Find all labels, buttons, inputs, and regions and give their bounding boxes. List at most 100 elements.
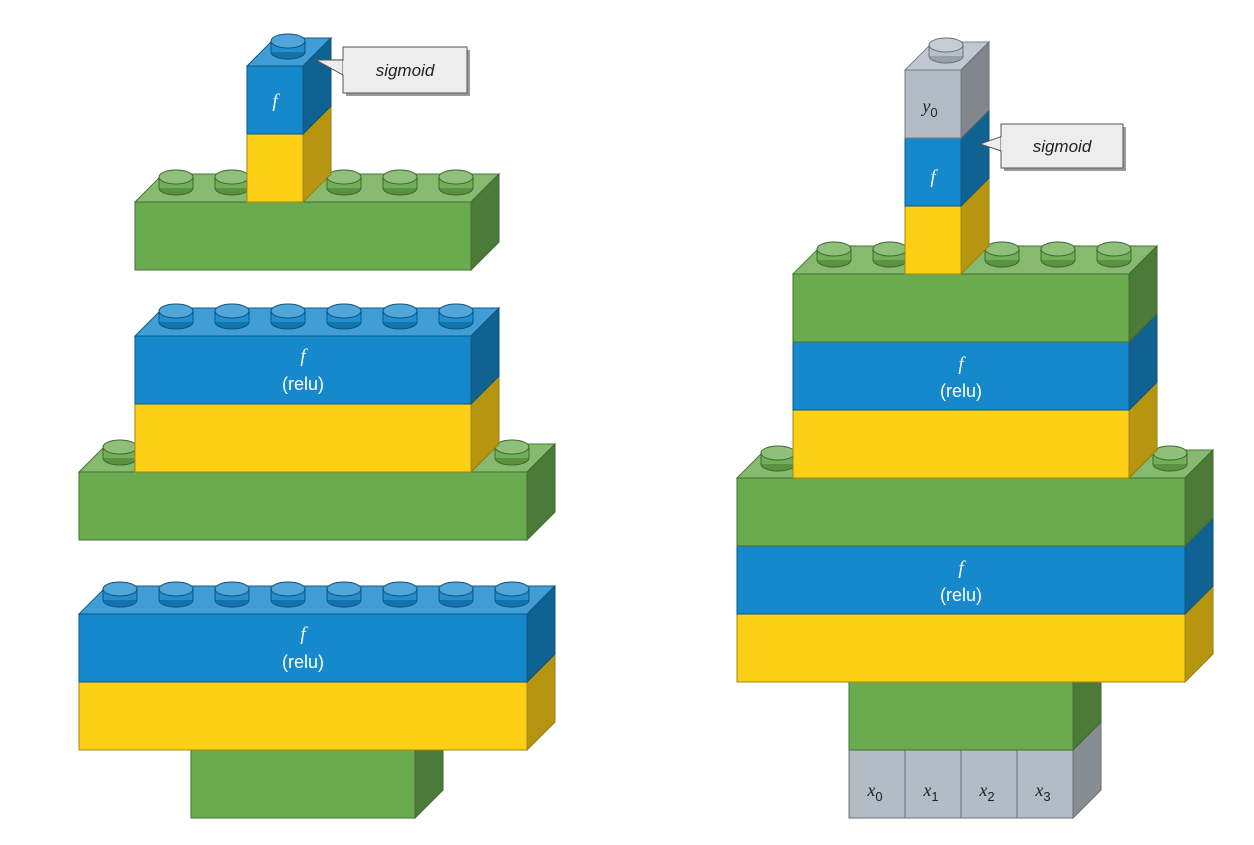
left-top-green-studs bbox=[158, 169, 474, 196]
left-bottom-blue-studs-stud bbox=[158, 581, 194, 608]
right-top-blue-column bbox=[904, 108, 990, 208]
right-upper-green-studs-stud bbox=[1096, 241, 1132, 268]
left-middle-blue-layer-front bbox=[134, 335, 472, 405]
stud-cap bbox=[214, 169, 250, 185]
stud-cap bbox=[270, 303, 306, 319]
right-top-yellow-column-front bbox=[904, 205, 962, 275]
stud-cap bbox=[1152, 445, 1188, 461]
right-top-output-column-front bbox=[904, 69, 962, 139]
stud-cap bbox=[102, 581, 138, 597]
left-top-green-studs-stud bbox=[158, 169, 194, 196]
left-middle-green-studs-stud bbox=[494, 439, 530, 466]
left-bottom-blue-studs-stud bbox=[494, 581, 530, 608]
stud-cap bbox=[382, 581, 418, 597]
stud-cap bbox=[102, 439, 138, 455]
left-sigmoid-callout-label: sigmoid bbox=[376, 61, 435, 80]
stud-cap bbox=[494, 581, 530, 597]
stud-cap bbox=[760, 445, 796, 461]
right-upper-blue-layer bbox=[792, 312, 1158, 412]
left-bottom-blue-studs-stud bbox=[102, 581, 138, 608]
output-label-y0-sub: 0 bbox=[930, 105, 937, 120]
input-label-x0-sub: 0 bbox=[875, 789, 882, 804]
stud-cap bbox=[872, 241, 908, 257]
right-upper-yellow-layer-front bbox=[792, 409, 1130, 479]
right-lower-blue-layer bbox=[736, 516, 1214, 616]
right-top-blue-column-front bbox=[904, 137, 962, 207]
left-bottom-blue-layer bbox=[77, 584, 557, 684]
input-label-x1: x1 bbox=[922, 780, 938, 804]
right-upper-yellow-layer bbox=[792, 380, 1158, 480]
left-top-green-studs-stud bbox=[438, 169, 474, 196]
right-input-row bbox=[848, 720, 1102, 820]
stud-cap bbox=[270, 33, 306, 49]
input-label-x0-base: x bbox=[866, 780, 875, 800]
input-label-x0: x0 bbox=[866, 780, 882, 804]
left-top-yellow-column bbox=[246, 104, 332, 204]
stud-cap bbox=[928, 37, 964, 53]
left-bottom-blue-studs-stud bbox=[326, 581, 362, 608]
input-label-x3-base: x bbox=[1034, 780, 1043, 800]
left-top-blue-stud bbox=[270, 33, 306, 60]
left-middle-blue-studs bbox=[158, 303, 474, 330]
left-top-green-studs-stud bbox=[382, 169, 418, 196]
stud-cap bbox=[438, 303, 474, 319]
right-top-output-column bbox=[903, 40, 991, 140]
left-top-blue-column-front bbox=[246, 65, 304, 135]
left-middle-yellow-layer bbox=[134, 374, 500, 474]
input-cell-0 bbox=[848, 749, 906, 819]
stud-cap bbox=[270, 581, 306, 597]
stud-cap bbox=[494, 439, 530, 455]
left-sigmoid-callout: sigmoid bbox=[314, 46, 470, 96]
right-upper-f-label: f bbox=[958, 354, 966, 375]
left-top-green-studs-stud bbox=[214, 169, 250, 196]
stud-cap bbox=[158, 303, 194, 319]
stud-cap bbox=[326, 169, 362, 185]
left-top-yellow-column-front bbox=[246, 133, 304, 203]
right-upper-green-studs-stud bbox=[872, 241, 908, 268]
left-middle-relu-label: (relu) bbox=[282, 374, 324, 394]
left-bottom-blue-studs-stud bbox=[214, 581, 250, 608]
left-top-green-studs-stud bbox=[326, 169, 362, 196]
left-bottom-blue-studs bbox=[102, 581, 530, 608]
input-cell-2 bbox=[960, 749, 1018, 819]
right-lower-yellow-layer bbox=[736, 584, 1214, 684]
left-middle-blue-studs-stud bbox=[214, 303, 250, 330]
left-bottom-f-label: f bbox=[300, 624, 308, 645]
stud-cap bbox=[984, 241, 1020, 257]
left-bottom-blue-studs-stud bbox=[270, 581, 306, 608]
right-lower-blue-layer-front bbox=[736, 545, 1186, 615]
left-bottom-yellow-layer bbox=[78, 652, 556, 752]
left-middle-green-studs-stud bbox=[102, 439, 138, 466]
right-lower-green-layer-front bbox=[736, 477, 1186, 547]
right-upper-green-studs-stud bbox=[816, 241, 852, 268]
input-label-x1-base: x bbox=[922, 780, 931, 800]
right-bottom-green-block-front bbox=[848, 681, 1074, 751]
stud-cap bbox=[382, 169, 418, 185]
input-label-x3-sub: 3 bbox=[1043, 789, 1050, 804]
stud-cap bbox=[326, 581, 362, 597]
input-cell-3 bbox=[1016, 749, 1074, 819]
right-upper-relu-label: (relu) bbox=[940, 381, 982, 401]
left-bottom-yellow-layer-front bbox=[78, 681, 528, 751]
left-bottom-relu-label: (relu) bbox=[282, 652, 324, 672]
stud-cap bbox=[816, 241, 852, 257]
left-top-green-layer-front bbox=[134, 201, 472, 271]
stud-cap bbox=[158, 169, 194, 185]
left-middle-yellow-layer-front bbox=[134, 403, 472, 473]
right-lower-relu-label: (relu) bbox=[940, 585, 982, 605]
stud-cap bbox=[214, 581, 250, 597]
left-bottom-blue-studs-stud bbox=[438, 581, 474, 608]
left-middle-blue-studs-stud bbox=[382, 303, 418, 330]
left-middle-f-label: f bbox=[300, 346, 308, 367]
left-middle-blue-studs-stud bbox=[158, 303, 194, 330]
right-upper-green-studs-stud bbox=[1040, 241, 1076, 268]
input-label-x1-sub: 1 bbox=[931, 789, 938, 804]
right-top-f-label: f bbox=[930, 167, 938, 188]
stud-cap bbox=[438, 581, 474, 597]
left-middle-blue-studs-stud bbox=[326, 303, 362, 330]
input-label-x3: x3 bbox=[1034, 780, 1050, 804]
input-label-x2-sub: 2 bbox=[987, 789, 994, 804]
right-top-yellow-column bbox=[904, 176, 990, 276]
